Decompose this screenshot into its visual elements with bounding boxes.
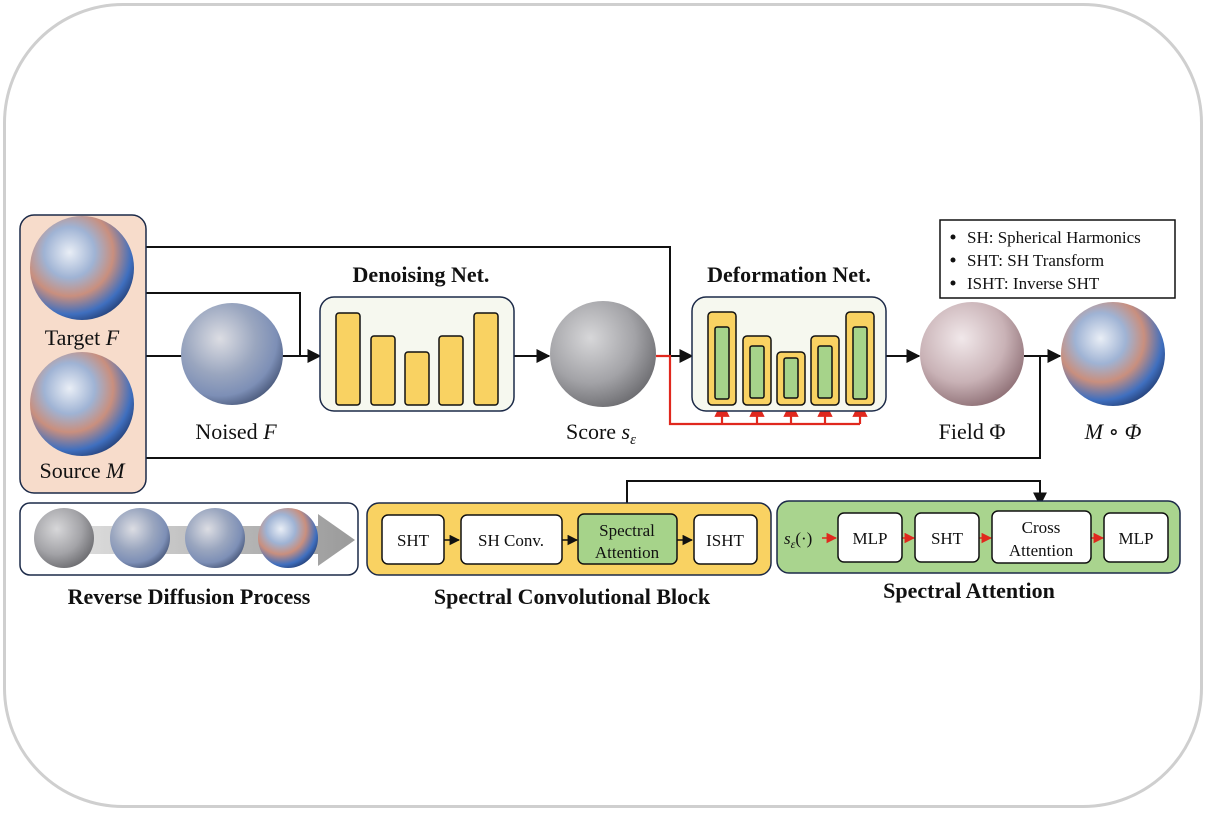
target-to-denoising-line <box>145 292 301 356</box>
legend-items: SH: Spherical Harmonics SHT: SH Transfor… <box>950 228 1141 293</box>
deformation-net-title: Deformation Net. <box>707 262 871 287</box>
composed-label: M ∘ Φ <box>1084 419 1142 444</box>
attention-cross-label-2: Attention <box>1009 541 1074 560</box>
source-to-composed-line <box>145 356 1041 459</box>
conv-isht-box <box>693 514 758 565</box>
attention-mlp2-box <box>1103 512 1169 563</box>
legend-item-sh: SH: Spherical Harmonics <box>967 228 1141 247</box>
conv-isht-label: ISHT <box>706 531 744 550</box>
diffusion-sphere-4 <box>258 508 318 568</box>
deformation-inner <box>852 326 868 400</box>
conv-shconv-label: SH Conv. <box>478 531 544 550</box>
denoising-bar <box>438 335 464 406</box>
denoising-bar <box>335 312 361 406</box>
deformation-inner <box>783 357 799 399</box>
conv-spectral-attention-label-1: Spectral <box>599 521 655 540</box>
attention-input-label: sε(·) <box>784 529 812 551</box>
conv-sht-box <box>381 514 445 565</box>
denoising-bar <box>370 335 396 406</box>
connection-lines <box>145 246 1062 514</box>
deformation-inner <box>714 326 730 400</box>
diffusion-sphere-2 <box>110 508 170 568</box>
deformation-blocks <box>707 311 875 406</box>
denoising-bar <box>473 312 499 406</box>
deformation-inner <box>817 345 833 399</box>
attention-mlp1-label: MLP <box>853 529 888 548</box>
legend-item-isht: ISHT: Inverse SHT <box>967 274 1100 293</box>
conv-block-title: Spectral Convolutional Block <box>434 584 711 609</box>
denoising-bars <box>335 312 499 406</box>
target-to-deformation-line <box>145 246 694 363</box>
source-label: Source M <box>40 458 127 483</box>
score-label: Score sε <box>566 419 636 448</box>
conv-spectral-attention-label-2: Attention <box>595 543 660 562</box>
deformation-inner <box>749 345 765 399</box>
attention-mlp1-box <box>837 512 903 563</box>
noised-sphere <box>181 303 283 405</box>
denoising-bar <box>404 351 430 406</box>
diffusion-sphere-3 <box>185 508 245 568</box>
target-sphere <box>30 216 134 320</box>
conv-shconv-box <box>460 514 563 565</box>
attention-mlp2-label: MLP <box>1119 529 1154 548</box>
attention-title: Spectral Attention <box>883 578 1055 603</box>
denoising-net-title: Denoising Net. <box>353 262 490 287</box>
attention-sht-label: SHT <box>931 529 964 548</box>
attention-cross-box <box>991 510 1092 564</box>
attention-sht-box <box>914 512 980 563</box>
composed-sphere <box>1061 302 1165 406</box>
target-label: Target F <box>45 325 120 350</box>
conv-spectral-attention-box <box>577 513 678 565</box>
attention-cross-label-1: Cross <box>1022 518 1061 537</box>
diffusion-sphere-1 <box>34 508 94 568</box>
attention-link-line <box>626 480 1047 514</box>
field-label: Field Φ <box>939 419 1006 444</box>
legend-box <box>939 219 1176 299</box>
conv-sht-label: SHT <box>397 531 430 550</box>
noised-label: Noised F <box>195 419 277 444</box>
field-sphere <box>920 302 1024 406</box>
reverse-diffusion-title: Reverse Diffusion Process <box>68 584 311 609</box>
score-sphere <box>550 301 656 407</box>
source-sphere <box>30 352 134 456</box>
legend-item-sht: SHT: SH Transform <box>967 251 1104 270</box>
